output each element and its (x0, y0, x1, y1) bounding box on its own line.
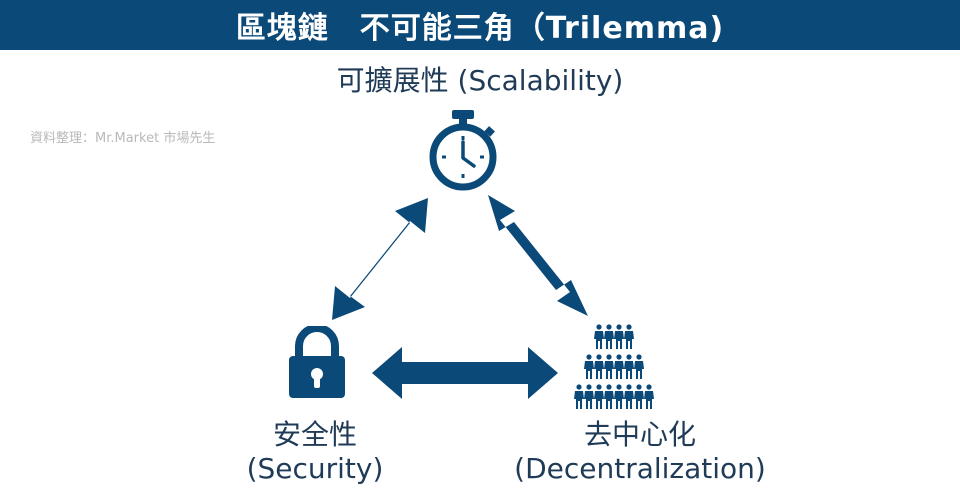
label-security-zh: 安全性 (272, 418, 357, 451)
padlock-icon (289, 326, 345, 398)
stopwatch-icon (429, 110, 497, 191)
label-decentralization: 去中心化 (Decentralization) (460, 418, 820, 485)
arrow-scalability-decentralization (488, 195, 588, 316)
label-security-en: (Security) (246, 451, 384, 485)
people-pyramid-icon (574, 324, 654, 409)
label-scalability: 可擴展性 (Scalability) (336, 64, 624, 97)
label-security: 安全性 (Security) (215, 418, 415, 485)
label-decentralization-zh: 去中心化 (583, 418, 696, 451)
label-decentralization-en: (Decentralization) (514, 451, 766, 485)
source-credit: 資料整理：Mr.Market 市場先生 (30, 131, 216, 146)
arrow-scalability-security (332, 198, 428, 320)
title-bar: 區塊鏈 不可能三角（Trilemma) (0, 0, 960, 50)
page-title: 區塊鏈 不可能三角（Trilemma) (235, 11, 725, 46)
arrow-security-decentralization (372, 347, 558, 399)
